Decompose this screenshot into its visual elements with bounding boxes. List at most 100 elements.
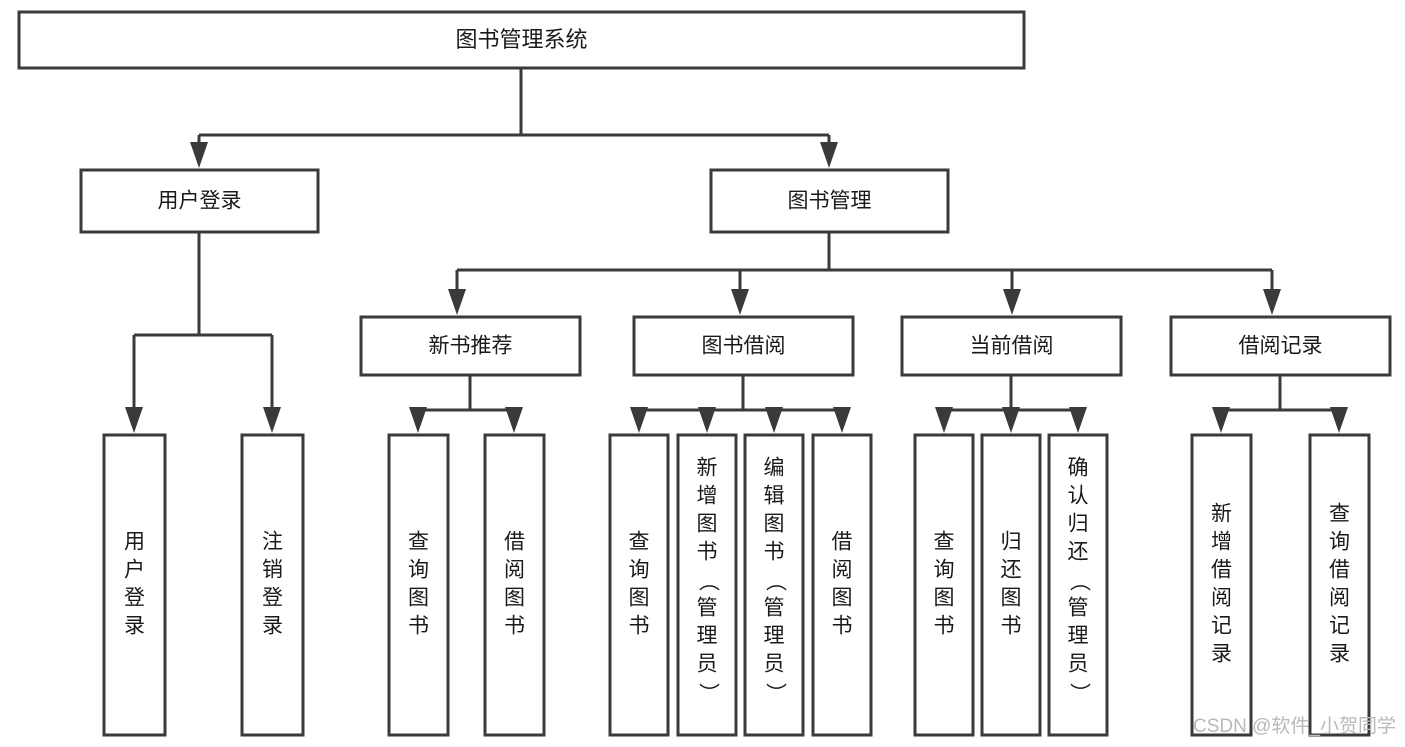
svg-text:阅: 阅 [1329,587,1350,610]
connectors-layer [125,68,1348,433]
svg-text:管: 管 [697,597,718,620]
svg-text:（: （ [1067,571,1090,592]
node-level3-1[interactable]: 图书借阅 [632,315,855,377]
svg-text:图: 图 [764,513,785,536]
svg-text:书: 书 [764,541,785,564]
arrow-head-icon [630,407,648,433]
svg-text:认: 认 [1068,485,1089,508]
svg-text:员: 员 [1068,653,1089,676]
arrow-head-icon [505,407,523,433]
node-level2-1-label: 图书管理 [788,190,872,213]
svg-text:图: 图 [629,587,650,610]
svg-text:借: 借 [1329,559,1350,582]
arrow-head-icon [190,142,208,168]
svg-text:增: 增 [1211,531,1232,554]
svg-text:询: 询 [629,559,650,582]
svg-text:图: 图 [697,513,718,536]
svg-text:查: 查 [408,531,429,554]
svg-text:书: 书 [504,615,525,638]
connector-book-manage-bus [448,232,1281,315]
arrow-head-icon [765,407,783,433]
svg-text:录: 录 [1329,643,1350,666]
node-system-title[interactable]: 图书管理系统 [17,10,1026,70]
svg-text:录: 录 [262,615,283,638]
svg-text:用: 用 [124,531,145,554]
arrow-head-icon [1263,289,1281,315]
arrow-head-icon [409,407,427,433]
svg-text:阅: 阅 [1211,587,1232,610]
svg-text:辑: 辑 [764,485,785,508]
svg-text:记: 记 [1329,615,1350,638]
node-level3-3[interactable]: 借阅记录 [1169,315,1392,377]
node-leaf-user_login-0[interactable]: 用户登录 [102,433,167,737]
svg-text:查: 查 [1329,503,1350,526]
svg-text:）: ） [696,683,719,704]
svg-text:询: 询 [934,559,955,582]
connector-record-bus [1212,375,1348,433]
svg-text:阅: 阅 [504,559,525,582]
svg-text:记: 记 [1211,615,1232,638]
svg-text:书: 书 [934,615,955,638]
node-leaf-user_login-0-label: 用户登录 [124,531,145,638]
svg-text:借: 借 [504,531,525,554]
svg-text:还: 还 [1001,559,1022,582]
svg-text:理: 理 [764,625,785,648]
svg-text:员: 员 [764,653,785,676]
connector-user-login-bus [125,232,281,433]
svg-text:理: 理 [1068,625,1089,648]
svg-text:登: 登 [124,587,145,610]
arrow-head-icon [263,407,281,433]
svg-text:借: 借 [832,531,853,554]
svg-text:登: 登 [262,587,283,610]
svg-text:书: 书 [832,615,853,638]
svg-text:还: 还 [1068,541,1089,564]
node-level3-0[interactable]: 新书推荐 [359,315,582,377]
node-level3-2[interactable]: 当前借阅 [900,315,1123,377]
svg-text:新: 新 [1211,503,1232,526]
svg-text:确: 确 [1068,457,1089,480]
arrow-head-icon [1002,407,1020,433]
arrow-head-icon [698,407,716,433]
svg-text:编: 编 [764,457,785,480]
node-level2-1[interactable]: 图书管理 [709,168,950,234]
svg-text:图: 图 [934,587,955,610]
svg-text:）: ） [1067,683,1090,704]
svg-text:销: 销 [262,559,283,582]
node-level3-3-label: 借阅记录 [1239,335,1323,358]
svg-text:管: 管 [1068,597,1089,620]
connector-root-bus [190,68,838,168]
connector-book-borrow-bus [630,375,851,433]
svg-text:理: 理 [697,625,718,648]
svg-text:（: （ [696,571,719,592]
svg-text:询: 询 [1329,531,1350,554]
svg-text:增: 增 [697,485,718,508]
node-level2-0[interactable]: 用户登录 [79,168,320,234]
svg-text:查: 查 [934,531,955,554]
svg-text:）: ） [763,683,786,704]
svg-text:注: 注 [262,531,283,554]
svg-text:归: 归 [1001,531,1022,554]
arrow-head-icon [1212,407,1230,433]
connector-current-borrow-bus [935,375,1087,433]
svg-text:员: 员 [697,653,718,676]
